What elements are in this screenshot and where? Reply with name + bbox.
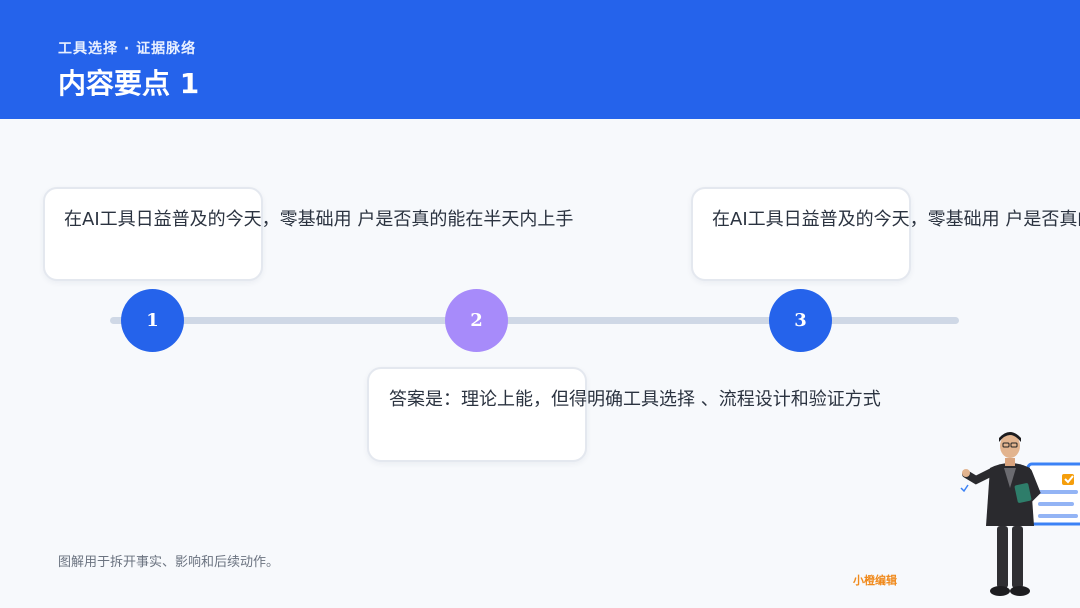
brand-label: 小橙编辑 — [853, 574, 897, 587]
section-subtitle: 工具选择 · 证据脉络 — [58, 41, 197, 57]
timeline-card-1-text: 在AI工具日益普及的今天，零基础用 户是否真的能在半天内上手 — [64, 209, 574, 230]
timeline-card-3-text: 在AI工具日益普及的今天，零基础用 户是否真的能在半天内上手 — [712, 209, 1080, 230]
page-title: 内容要点 1 — [58, 67, 200, 100]
timeline-card-2-text: 答案是：理论上能，但得明确工具选择 、流程设计和验证方式 — [389, 389, 881, 410]
timeline-node-3[interactable]: 3 — [769, 289, 832, 352]
timeline-card-1 — [43, 187, 263, 281]
timeline-track — [110, 317, 959, 324]
header-bar: 工具选择 · 证据脉络 内容要点 1 — [0, 0, 1080, 119]
timeline-node-2[interactable]: 2 — [445, 289, 508, 352]
timeline-card-3 — [691, 187, 911, 281]
timeline-card-3-text-clip: 在AI工具日益普及的今天，零基础用 户是否真的能在半天内上手 — [0, 195, 1080, 235]
timeline-node-1[interactable]: 1 — [121, 289, 184, 352]
timeline-card-2 — [367, 367, 587, 462]
presenter-illustration — [960, 432, 1080, 596]
footnote: 图解用于拆开事实、影响和后续动作。 — [58, 555, 280, 570]
